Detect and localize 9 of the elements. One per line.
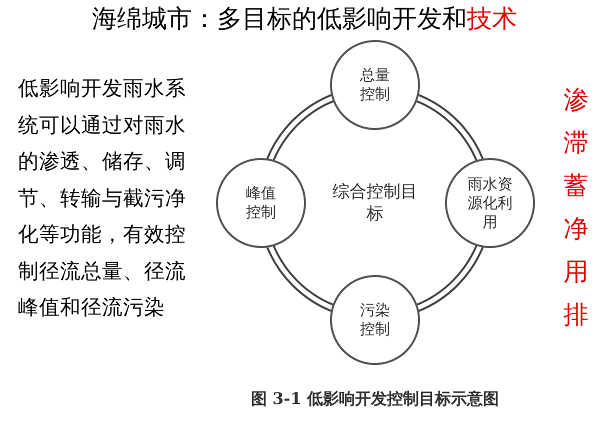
circle-label: 总量控制	[359, 66, 391, 104]
circle-label: 污染控制	[359, 301, 391, 339]
figure-caption: 图 3-1 低影响开发控制目标示意图	[250, 388, 500, 410]
body-text: 低影响开发雨水系统可以通过对雨水的渗透、储存、调节、转输与截污净化等功能，有效控制径流总量、径流峰值和径流污染	[18, 75, 187, 321]
circle-label: 峰值控制	[245, 184, 277, 222]
center-label: 综合控制目标	[332, 181, 418, 225]
vertical-text: 渗滞蓄净用排	[562, 84, 590, 331]
circle-label: 雨水资源化利用	[466, 174, 514, 232]
slide-title: 海绵城市：多目标的低影响开发和技术	[91, 3, 518, 35]
